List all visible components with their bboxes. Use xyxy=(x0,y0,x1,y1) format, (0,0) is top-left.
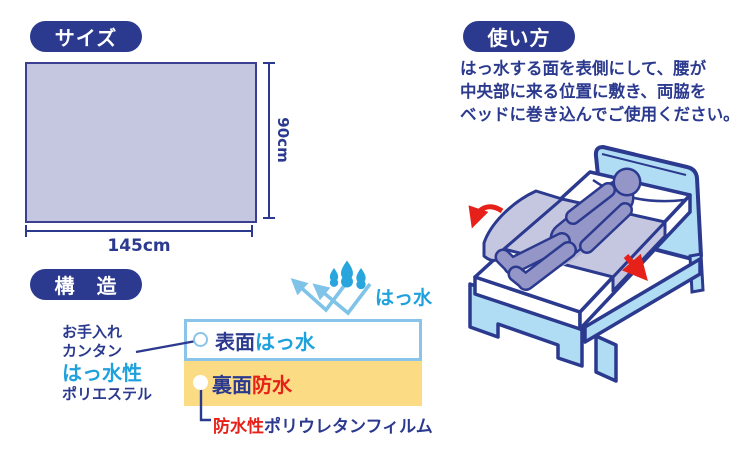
water-repel-diagram: はっ水 xyxy=(290,260,433,316)
tuck-arrow-right-icon xyxy=(621,253,648,282)
width-dimension-line xyxy=(25,230,253,232)
usage-title-label: 使い方 xyxy=(487,26,551,50)
sheet-size-rectangle xyxy=(25,62,257,223)
layer-surface-value: はっ水 xyxy=(255,329,315,354)
care-line-4: ポリエステル xyxy=(62,385,153,403)
bed-illustration xyxy=(468,145,705,383)
usage-instructions: はっ水する面を表側にして、腰が 中央部に来る位置に敷き、両脇を ベッドに巻き込ん… xyxy=(460,57,750,126)
usage-line-2: 中央部に来る位置に敷き、両脇を xyxy=(460,82,707,101)
layer-surface-prefix: 表面 xyxy=(215,329,255,354)
width-dim-cap-left xyxy=(25,225,27,237)
care-line-1: お手入れ xyxy=(62,323,123,341)
back-dot-icon xyxy=(193,375,208,390)
care-line-2: カンタン xyxy=(62,342,123,360)
height-dim-cap-top xyxy=(263,62,275,64)
care-line-3: はっ水性 xyxy=(62,361,142,385)
layer-back-prefix: 裏面 xyxy=(212,373,252,397)
layer-surface-box: 表面はっ水 xyxy=(184,319,422,361)
film-prefix: 防水性 xyxy=(213,417,264,437)
structure-section-title: 構 造 xyxy=(30,269,142,300)
film-label: 防水性ポリウレタンフィルム xyxy=(213,412,433,437)
size-title-label: サイズ xyxy=(54,26,118,50)
structure-connector-lines xyxy=(135,339,211,422)
structure-title-label: 構 造 xyxy=(54,274,118,298)
height-dimension-label: 90cm xyxy=(274,117,292,163)
bounce-arrows-icon xyxy=(290,276,372,316)
bed-frame-rail xyxy=(583,257,702,383)
film-suffix: ポリウレタンフィルム xyxy=(264,417,433,437)
layer-back-box: 裏面防水 xyxy=(184,361,422,406)
usage-line-3: ベッドに巻き込んでご使用ください。 xyxy=(460,105,740,124)
tuck-arrows xyxy=(468,204,648,282)
person-figure xyxy=(494,167,642,291)
footboard xyxy=(468,282,584,368)
size-section-title: サイズ xyxy=(30,21,142,52)
height-dimension-line xyxy=(268,63,270,219)
layer-back-value: 防水 xyxy=(252,373,292,397)
height-dim-cap-bottom xyxy=(263,217,275,219)
width-dim-cap-right xyxy=(251,225,253,237)
width-dimension-label: 145cm xyxy=(107,236,171,256)
water-repel-label: はっ水 xyxy=(375,287,433,309)
usage-section-title: 使い方 xyxy=(463,21,575,52)
water-drops-icon xyxy=(329,260,366,290)
surface-dot-icon xyxy=(193,332,208,347)
tuck-arrow-left-icon xyxy=(468,204,504,229)
care-description: お手入れ カンタン はっ水性 ポリエステル xyxy=(62,323,182,404)
usage-line-1: はっ水する面を表側にして、腰が xyxy=(460,59,707,78)
